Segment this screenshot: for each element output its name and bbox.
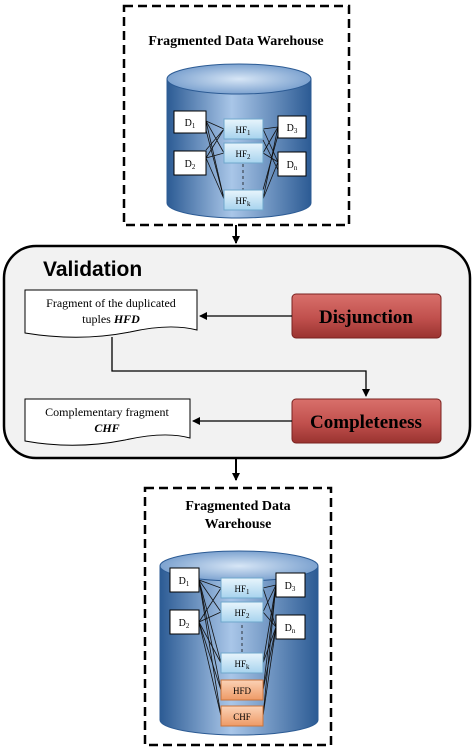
svg-text:HFD: HFD: [233, 686, 252, 696]
svg-text:D1: D1: [179, 576, 190, 588]
top-dim-d2: D2: [173, 150, 207, 176]
hfd-document-line2: tuples HFD: [82, 312, 140, 326]
svg-text:HFk: HFk: [234, 659, 250, 671]
disjunction-label: Disjunction: [319, 307, 413, 328]
bottom-fragment-hfd: HFD: [220, 679, 264, 701]
svg-text:D3: D3: [285, 581, 296, 593]
validation-title: Validation: [43, 258, 142, 281]
top-fragment-hfk: HFk: [223, 189, 264, 211]
top-warehouse-title: Fragmented Data Warehouse: [148, 34, 323, 49]
svg-text:CHF: CHF: [233, 712, 251, 722]
svg-text:HF2: HF2: [234, 608, 250, 620]
top-warehouse: Fragmented Data Warehouse D1 D2: [122, 4, 351, 227]
validation-panel: Validation Fragment of the duplicated tu…: [2, 244, 472, 460]
svg-text:D2: D2: [185, 159, 196, 171]
top-connection-lines: [205, 120, 279, 200]
bottom-fragment-chf: CHF: [220, 705, 264, 727]
disjunction-process: Disjunction: [291, 293, 442, 339]
hfd-document-line1: Fragment of the duplicated: [46, 296, 176, 310]
top-dim-dn: Dn: [277, 151, 307, 177]
top-fragment-hf1: HF1: [223, 118, 264, 140]
top-fragment-hf2: HF2: [223, 142, 264, 164]
bottom-dim-d1: D1: [169, 567, 200, 593]
svg-text:Dn: Dn: [285, 623, 296, 635]
chf-document-line1: Complementary fragment: [45, 405, 169, 419]
completeness-label: Completeness: [310, 412, 422, 433]
svg-text:HFk: HFk: [235, 196, 251, 208]
bottom-dim-dn: Dn: [275, 614, 306, 640]
bottom-dim-d3: D3: [275, 572, 306, 598]
chf-document: Complementary fragment CHF: [24, 398, 191, 446]
chf-document-line2: CHF: [94, 421, 119, 435]
completeness-process: Completeness: [291, 398, 442, 444]
bottom-warehouse: Fragmented Data Warehouse D1: [143, 486, 333, 747]
svg-text:HF2: HF2: [235, 149, 251, 161]
bottom-fragment-hf2: HF2: [220, 601, 264, 623]
svg-text:HF1: HF1: [234, 584, 250, 596]
top-dim-d3: D3: [277, 115, 307, 139]
bottom-warehouse-title-line2: Warehouse: [205, 517, 272, 532]
svg-text:D3: D3: [287, 123, 298, 135]
hfd-document: Fragment of the duplicated tuples HFD: [24, 289, 198, 338]
bottom-connection-lines: [198, 579, 277, 717]
bottom-fragment-hf1: HF1: [220, 577, 264, 599]
svg-text:Dn: Dn: [287, 160, 298, 172]
svg-text:D2: D2: [179, 618, 190, 630]
svg-text:HF1: HF1: [235, 125, 251, 137]
bottom-warehouse-title-line1: Fragmented Data: [185, 499, 290, 514]
top-dim-d1: D1: [173, 110, 207, 134]
bottom-dim-d2: D2: [169, 609, 200, 635]
svg-text:D1: D1: [185, 118, 196, 130]
arrow-hfd-to-completeness: [111, 337, 370, 397]
bottom-fragment-hfk: HFk: [220, 652, 264, 674]
